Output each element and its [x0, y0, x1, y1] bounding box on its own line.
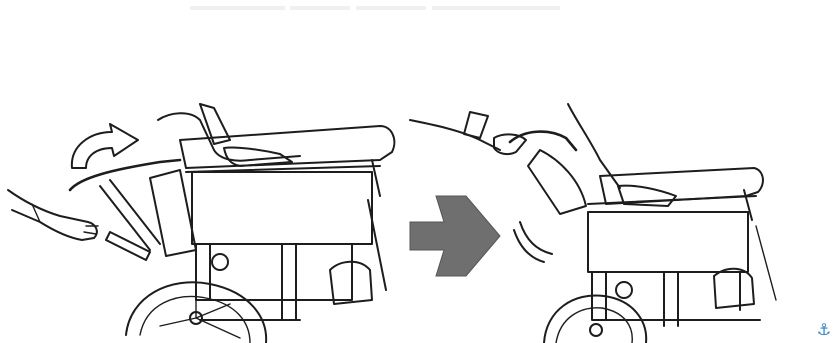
push-handle	[106, 232, 150, 260]
wheelchair-before-illustration	[8, 104, 394, 343]
armrest	[186, 160, 380, 196]
helper-hand-right	[494, 134, 526, 154]
wheel-hub-right	[590, 324, 602, 336]
backrest-panel	[150, 170, 196, 256]
rear-wheel-rim-right	[556, 308, 632, 343]
backrest-bar	[100, 180, 160, 250]
helper-arm-right	[410, 120, 500, 150]
rotation-arrow-icon	[72, 124, 138, 168]
backrest-upright	[528, 150, 586, 214]
anchor-icon[interactable]: ⚓	[814, 320, 834, 340]
side-panel	[192, 172, 372, 244]
helper-sleeve-right	[464, 112, 488, 138]
leg-extension	[514, 222, 552, 262]
transition-arrow-icon	[410, 196, 500, 276]
front-caster	[212, 254, 228, 270]
front-caster-right	[616, 282, 632, 298]
side-panel-right	[588, 212, 748, 272]
footrest-right	[714, 269, 754, 308]
front-frame-tube	[756, 226, 776, 300]
